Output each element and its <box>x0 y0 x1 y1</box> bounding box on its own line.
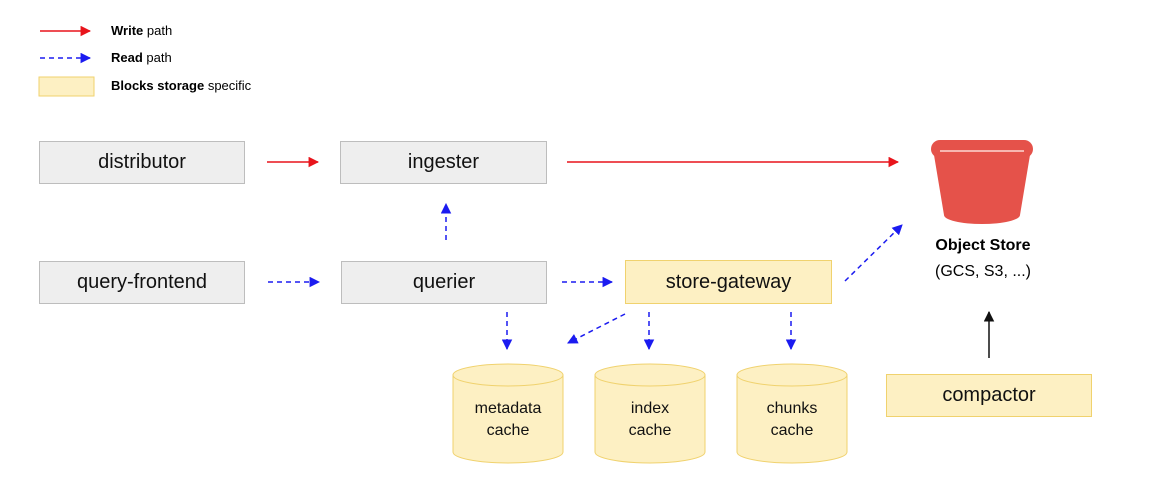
chunks-cache-cylinder <box>736 363 848 464</box>
distributor-label: distributor <box>98 151 186 173</box>
compactor-box: compactor <box>886 374 1092 417</box>
query-frontend-box: query-frontend <box>39 261 245 304</box>
query-frontend-label: query-frontend <box>76 271 208 293</box>
ingester-box: ingester <box>340 141 547 184</box>
store-gateway-box: store-gateway <box>625 260 832 304</box>
legend-read-label: Read path <box>111 50 172 65</box>
ingester-label: ingester <box>407 151 480 173</box>
compactor-label: compactor <box>942 384 1036 406</box>
metadata-cache-cylinder <box>452 363 564 464</box>
arrow-store-gateway-to-object-store <box>844 224 903 282</box>
querier-box: querier <box>341 261 547 304</box>
legend-write-label: Write path <box>111 23 173 38</box>
bucket-icon <box>931 140 1033 224</box>
index-cache-cylinder <box>594 363 706 464</box>
legend-blocks-swatch <box>38 76 95 97</box>
arrow-store-gateway-to-metadata-cache <box>567 313 626 344</box>
distributor-box: distributor <box>39 141 245 184</box>
metadata-cache-label: metadata cache <box>474 400 542 439</box>
legend-blocks-label: Blocks storage specific <box>111 78 252 93</box>
store-gateway-label: store-gateway <box>665 270 792 293</box>
index-cache-label: index cache <box>628 400 672 439</box>
chunks-cache-label: chunks cache <box>766 400 818 439</box>
object-store-title: Object Store <box>935 237 1031 254</box>
querier-label: querier <box>412 271 476 293</box>
object-store-subtitle: (GCS, S3, ...) <box>934 263 1031 280</box>
